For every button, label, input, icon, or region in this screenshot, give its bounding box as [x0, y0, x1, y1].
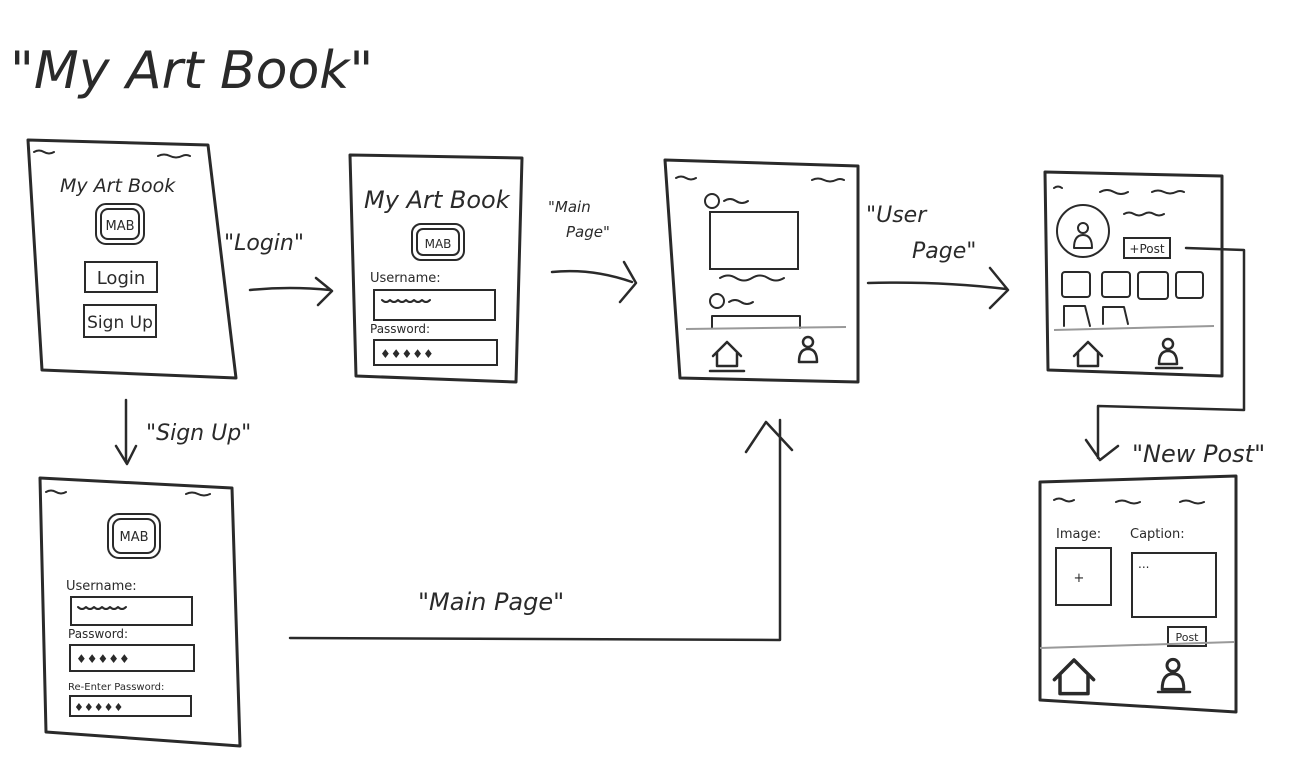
login-username-label: Username: — [370, 271, 441, 286]
add-image-button[interactable] — [1055, 547, 1112, 606]
nav-divider — [685, 326, 847, 330]
arrow-signup-to-main — [288, 418, 794, 642]
start-logo-badge — [95, 203, 145, 245]
transition-main-label-2: Page" — [566, 223, 610, 241]
transition-login-label: "Login" — [224, 231, 304, 256]
screen-start: My Art Book MAB Login Sign Up — [26, 138, 238, 380]
login-password-value: ♦♦♦♦♦ — [380, 347, 434, 361]
nav-divider — [1039, 641, 1235, 649]
login-logo-text: MAB — [425, 237, 452, 251]
start-signup-label: Sign Up — [87, 313, 153, 333]
signup-reenter-label: Re-Enter Password: — [68, 682, 164, 693]
signup-reenter-value: ♦♦♦♦♦ — [74, 701, 123, 714]
signup-logo-text: MAB — [119, 530, 148, 545]
add-image-plus: + — [1074, 571, 1085, 586]
new-post-image-label: Image: — [1056, 527, 1101, 542]
new-post-submit-button[interactable] — [1167, 626, 1207, 647]
start-logo-text: MAB — [105, 219, 134, 234]
login-password-label: Password: — [370, 322, 430, 336]
new-post-submit-label: Post — [1175, 631, 1199, 644]
transition-new-post-label: "New Post" — [1132, 440, 1265, 468]
feed-post-image-2[interactable] — [711, 315, 801, 329]
nav-divider — [1053, 325, 1215, 331]
feed-avatar-icon — [704, 193, 720, 209]
signup-username-label: Username: — [66, 579, 137, 594]
feed-post-image[interactable] — [709, 211, 799, 270]
transition-signup-label: "Sign Up" — [146, 421, 251, 446]
screen-user: +Post — [1043, 170, 1224, 378]
login-app-title: My Art Book — [364, 186, 511, 214]
profile-picture — [1056, 204, 1110, 258]
transition-user-label-1: "User — [866, 203, 928, 228]
gallery-thumb[interactable] — [1102, 306, 1129, 325]
arrow-to-user — [866, 266, 1010, 310]
screen-signup: MAB Username: Password: ♦♦♦♦♦ Re-Enter P… — [38, 476, 242, 748]
caption-input[interactable] — [1131, 552, 1217, 618]
signup-password-value: ♦♦♦♦♦ — [76, 652, 130, 666]
diagram-title: "My Art Book" — [10, 41, 373, 101]
screen-login: My Art Book MAB Username: Password: ♦♦♦♦… — [348, 153, 524, 384]
transition-main-bottom-label: "Main Page" — [418, 588, 564, 616]
transition-user-label-2: Page" — [912, 239, 976, 264]
start-app-title: My Art Book — [60, 175, 176, 197]
signup-password-field[interactable] — [69, 644, 195, 672]
start-login-button[interactable] — [84, 261, 158, 293]
arrow-to-new-post — [1084, 246, 1246, 462]
user-post-label: +Post — [1129, 242, 1164, 256]
transition-main-label-1: "Main — [548, 198, 591, 216]
signup-username-field[interactable] — [70, 596, 193, 626]
login-password-field[interactable] — [373, 339, 498, 366]
start-signup-button[interactable] — [83, 304, 157, 338]
signup-password-label: Password: — [68, 627, 128, 641]
gallery-thumb[interactable] — [1061, 271, 1091, 298]
start-login-label: Login — [97, 268, 146, 289]
screen-main — [663, 158, 860, 384]
signup-reenter-field[interactable] — [69, 695, 192, 717]
user-post-button[interactable] — [1123, 237, 1171, 259]
login-username-field[interactable] — [373, 289, 496, 321]
arrow-to-signup — [114, 398, 138, 466]
new-post-caption-label: Caption: — [1130, 527, 1185, 542]
signup-logo-badge — [107, 513, 161, 559]
gallery-thumb[interactable] — [1101, 271, 1131, 298]
caption-placeholder: ... — [1138, 557, 1149, 571]
login-logo-badge — [411, 223, 465, 261]
screen-new-post: Image: Caption: + ... Post — [1038, 474, 1238, 714]
gallery-thumb[interactable] — [1175, 271, 1204, 299]
arrow-to-main — [550, 260, 638, 304]
gallery-thumb[interactable] — [1063, 305, 1091, 327]
feed-avatar-icon-2 — [709, 293, 725, 309]
gallery-thumb[interactable] — [1137, 271, 1169, 300]
arrow-to-login — [248, 276, 334, 307]
